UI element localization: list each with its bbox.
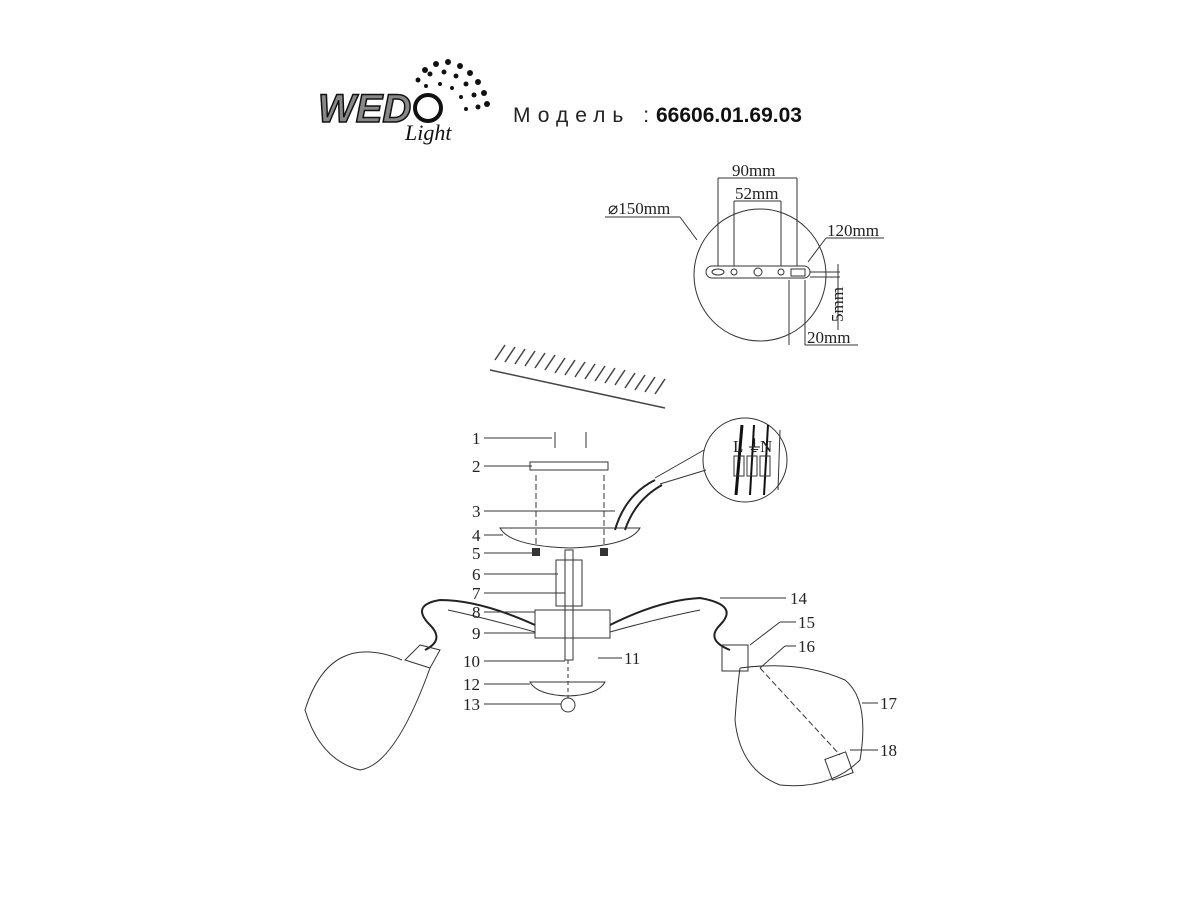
part-label-1: 1 xyxy=(472,429,481,448)
wire-live-label: L xyxy=(733,437,743,456)
dim-52mm: 52mm xyxy=(735,184,778,203)
wedo-light-logo: WED Light xyxy=(317,59,490,145)
part-label-10: 10 xyxy=(463,652,480,671)
wiring-terminal-detail xyxy=(614,417,788,531)
part-label-8: 8 xyxy=(472,603,481,622)
ceiling-hatch xyxy=(489,344,666,409)
part-label-6: 6 xyxy=(472,565,481,584)
fixture-body xyxy=(304,432,864,787)
dim-90mm: 90mm xyxy=(732,161,775,180)
wire-earth-label: ⏚ xyxy=(746,437,763,456)
part-label-18: 18 xyxy=(880,741,897,760)
part-label-12: 12 xyxy=(463,675,480,694)
part-label-4: 4 xyxy=(472,526,481,545)
wire-neutral-label: N xyxy=(760,437,772,456)
part-label-17: 17 xyxy=(880,694,898,713)
part-label-9: 9 xyxy=(472,624,481,643)
part-label-15: 15 xyxy=(798,613,815,632)
part-label-14: 14 xyxy=(790,589,808,608)
part-label-16: 16 xyxy=(798,637,815,656)
part-label-11: 11 xyxy=(624,649,640,668)
model-caption: Модель : xyxy=(513,104,656,127)
part-label-5: 5 xyxy=(472,544,481,563)
part-label-7: 7 xyxy=(472,584,481,603)
part-label-3: 3 xyxy=(472,502,481,521)
part-labels xyxy=(484,437,878,751)
model-number: 66606.01.69.03 xyxy=(656,104,802,127)
part-label-2: 2 xyxy=(472,457,481,476)
dim-diameter-150mm: ⌀150mm xyxy=(608,199,670,218)
mounting-plate-detail xyxy=(605,177,884,346)
part-label-13: 13 xyxy=(463,695,480,714)
dim-5mm: 5mm xyxy=(828,287,847,322)
dim-120mm: 120mm xyxy=(827,221,879,240)
svg-text:Light: Light xyxy=(404,120,452,145)
svg-text:WED: WED xyxy=(318,87,411,131)
dim-20mm: 20mm xyxy=(807,328,850,347)
